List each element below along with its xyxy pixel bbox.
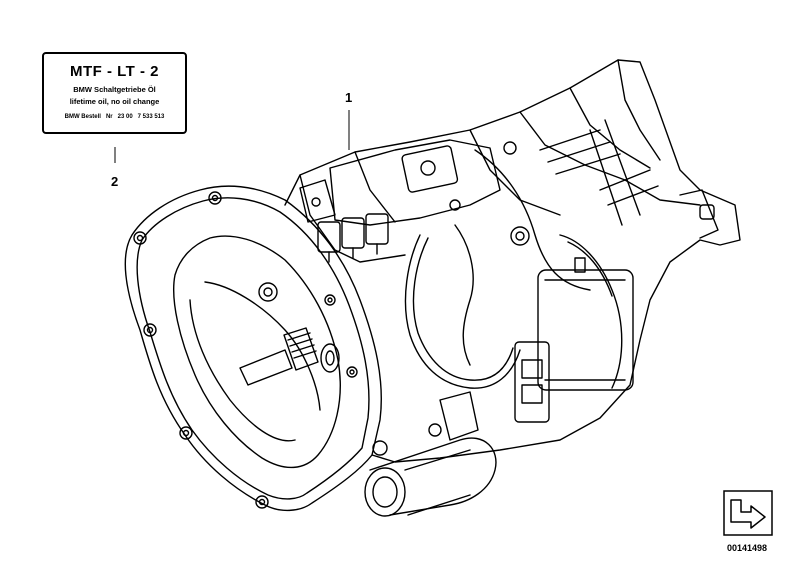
oil-label-title: MTF - LT - 2 — [69, 63, 160, 80]
oil-label-line1: BMW Schaltgetriebe Öl — [73, 85, 156, 94]
bell-housing-flange — [124, 185, 382, 512]
oil-label-line3: BMW Bestell Nr 23 00 7 533 513 — [64, 114, 165, 120]
selector-mechanism — [329, 139, 501, 226]
callout-part-2[interactable]: 2 — [111, 174, 119, 189]
callout-part-1[interactable]: 1 — [345, 90, 353, 105]
input-shaft — [239, 349, 293, 386]
main-case — [284, 59, 741, 463]
oil-label-line2: lifetime oil, no oil change — [69, 97, 160, 106]
starter-motor — [369, 437, 497, 516]
diagram-id: 00141498 — [727, 543, 768, 553]
oil-label-sticker: MTF - LT - 2 BMW Schaltgetriebe Öl lifet… — [42, 52, 187, 134]
turn-arrow-icon[interactable] — [723, 490, 773, 536]
hydraulic-line — [404, 234, 521, 389]
